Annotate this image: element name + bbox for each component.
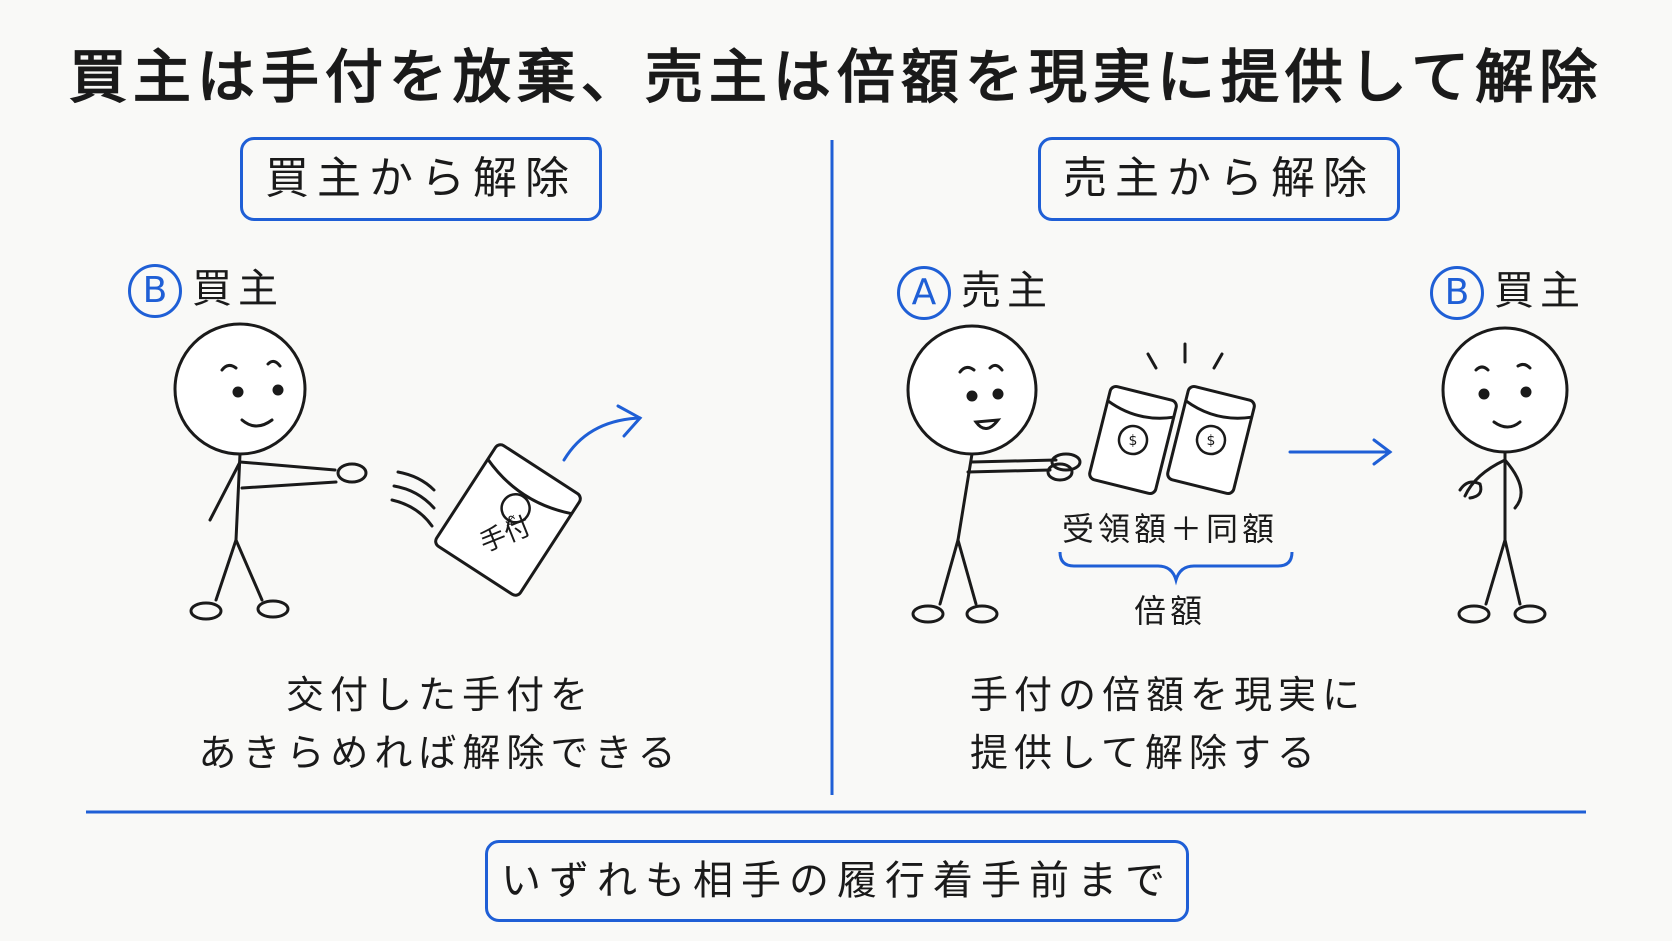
brace-icon [1058,551,1294,586]
right-caption-line1: 手付の倍額を現実に [970,673,1367,717]
right-caption-line2: 提供して解除する [970,731,1321,775]
seller-stick-figure [906,324,1082,624]
double-amount-label: 倍額 [1133,592,1206,630]
left-caption-line2: あきらめれば解除できる [198,731,682,775]
curved-arrow-icon [562,404,643,462]
receiving-buyer-stick-figure [1441,326,1569,624]
buyer-badge-icon: B [1430,266,1484,320]
buyer-stick-figure [173,322,368,621]
right-section-heading: 売主から解除 [1038,137,1400,221]
motion-lines [390,470,436,528]
thrown-deposit-note-icon [434,443,582,597]
left-caption-line1: 交付した手付を [285,673,594,717]
footer-note: いずれも相手の履行着手前まで [485,840,1189,922]
page-title: 買主は手付を放棄、売主は倍額を現実に提供して解除 [68,43,1604,111]
note-dollar-symbol: $ [1207,433,1216,449]
right-arrow-icon [1288,438,1393,466]
buyer-label-text: 買主 [1494,268,1586,314]
seller-badge-icon: A [897,266,951,320]
double-deposit-notes-icon [1088,384,1256,496]
sparkle-lines [1146,342,1224,370]
amount-label: 受領額＋同額 [1061,510,1278,548]
buyer-label-text: 買主 [192,266,284,312]
note-dollar-symbol: $ [1129,433,1138,449]
right-caption: 手付の倍額を現実に 提供して解除する [970,666,1470,782]
left-caption: 交付した手付を あきらめれば解除できる [150,666,730,782]
buyer-badge-icon: B [128,264,182,318]
left-section-heading: 買主から解除 [240,137,602,221]
seller-label-text: 売主 [961,268,1053,314]
